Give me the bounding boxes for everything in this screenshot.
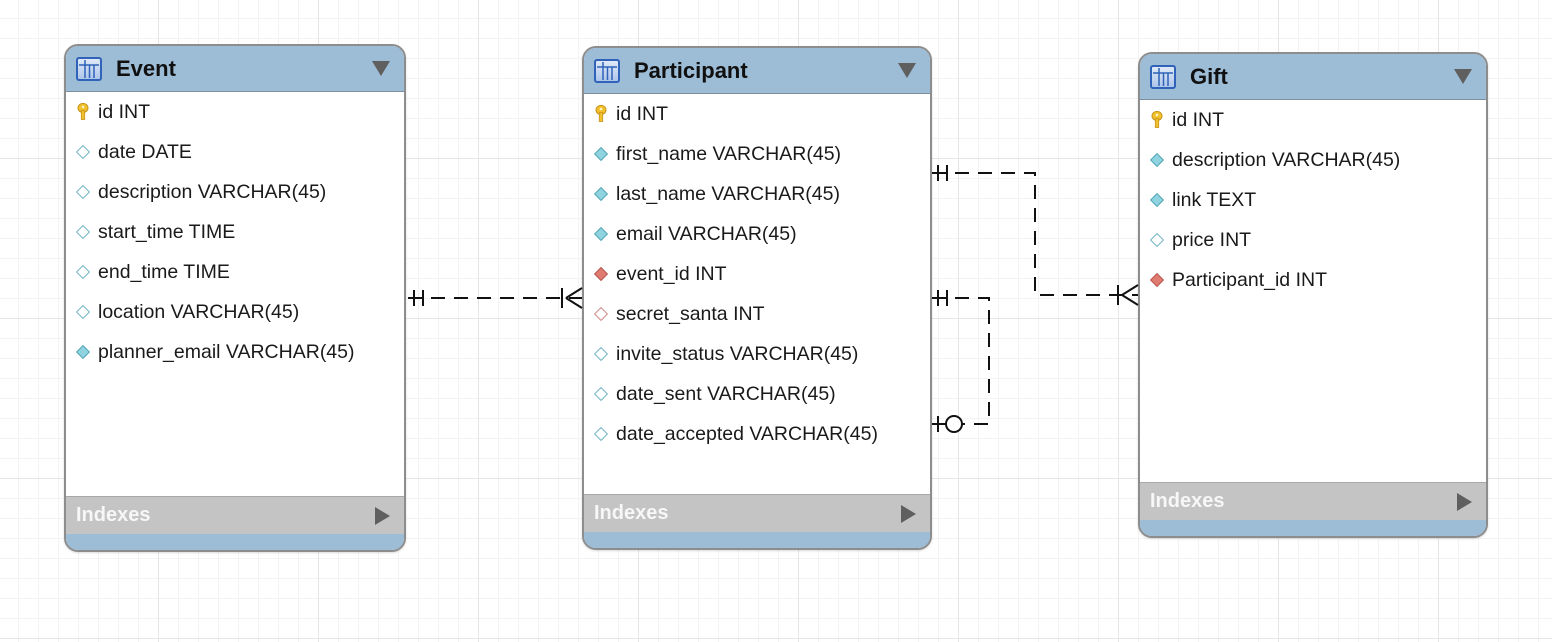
relationship-event-participant[interactable] (408, 287, 583, 309)
event-table-footer (66, 534, 404, 550)
column-label: end_time TIME (98, 260, 230, 283)
key-icon (1150, 111, 1164, 129)
column-label: description VARCHAR(45) (98, 180, 327, 203)
participant-table-header[interactable]: Participant (584, 48, 930, 94)
column-row[interactable]: date DATE (66, 132, 404, 172)
table-icon (76, 56, 102, 81)
column-label: link TEXT (1172, 188, 1257, 211)
participant-indexes-expand-icon[interactable] (901, 504, 916, 523)
participant-table-title: Participant (634, 57, 748, 83)
key-icon (594, 105, 608, 123)
column-label: first_name VARCHAR(45) (616, 142, 842, 165)
event-table-header[interactable]: Event (66, 46, 404, 92)
column-row[interactable]: start_time TIME (66, 212, 404, 252)
column-row[interactable]: secret_santa INT (584, 294, 930, 334)
column-label: invite_status VARCHAR(45) (616, 342, 859, 365)
column-row[interactable]: end_time TIME (66, 252, 404, 292)
table-icon (1150, 64, 1176, 89)
column-row[interactable]: event_id INT (584, 254, 930, 294)
column-row[interactable]: Participant_id INT (1140, 260, 1486, 300)
column-label: Participant_id INT (1172, 268, 1327, 291)
gift-table-title: Gift (1190, 63, 1228, 89)
column-row[interactable]: link TEXT (1140, 180, 1486, 220)
participant-table-menu-arrow-icon[interactable] (898, 63, 916, 78)
event-indexes-label: Indexes (76, 504, 151, 526)
column-label: date_accepted VARCHAR(45) (616, 422, 878, 445)
column-row[interactable]: invite_status VARCHAR(45) (584, 334, 930, 374)
relationship-participant-gift[interactable] (932, 165, 1139, 306)
event-table-menu-arrow-icon[interactable] (372, 61, 390, 76)
gift-columns: id INT description VARCHAR(45) link TEXT pr… (1140, 100, 1486, 300)
column-label: start_time TIME (98, 220, 236, 243)
gift-table-header[interactable]: Gift (1140, 54, 1486, 100)
column-row[interactable]: description VARCHAR(45) (1140, 140, 1486, 180)
column-row[interactable]: first_name VARCHAR(45) (584, 134, 930, 174)
event-indexes-bar[interactable]: Indexes (66, 496, 404, 534)
column-row[interactable]: price INT (1140, 220, 1486, 260)
column-label: secret_santa INT (616, 302, 765, 325)
column-label: description VARCHAR(45) (1172, 148, 1401, 171)
column-row[interactable]: location VARCHAR(45) (66, 292, 404, 332)
gift-indexes-bar[interactable]: Indexes (1140, 482, 1486, 520)
column-label: last_name VARCHAR(45) (616, 182, 840, 205)
column-label: date DATE (98, 140, 192, 163)
participant-indexes-label: Indexes (594, 502, 669, 524)
column-label: location VARCHAR(45) (98, 300, 300, 323)
column-row[interactable]: id INT (584, 94, 930, 134)
column-row[interactable]: email VARCHAR(45) (584, 214, 930, 254)
gift-indexes-label: Indexes (1150, 490, 1225, 512)
gift-table-menu-arrow-icon[interactable] (1454, 69, 1472, 84)
gift-indexes-expand-icon[interactable] (1457, 492, 1472, 511)
participant-table-footer (584, 532, 930, 548)
participant-columns: id INT first_name VARCHAR(45) last_name VA… (584, 94, 930, 454)
table-icon (594, 58, 620, 83)
column-label: id INT (1172, 108, 1225, 131)
column-row[interactable]: date_accepted VARCHAR(45) (584, 414, 930, 454)
column-label: date_sent VARCHAR(45) (616, 382, 836, 405)
column-row[interactable]: last_name VARCHAR(45) (584, 174, 930, 214)
event-table[interactable]: Event id INT date DATE description VARCHAR… (64, 44, 406, 552)
participant-table[interactable]: Participant id INT first_name VARCHAR(45)… (582, 46, 932, 550)
column-row[interactable]: id INT (66, 92, 404, 132)
gift-table[interactable]: Gift id INT description VARCHAR(45) link T… (1138, 52, 1488, 538)
column-row[interactable]: id INT (1140, 100, 1486, 140)
column-row[interactable]: planner_email VARCHAR(45) (66, 332, 404, 372)
event-columns: id INT date DATE description VARCHAR(45) st… (66, 92, 404, 372)
column-label: id INT (98, 100, 151, 123)
column-row[interactable]: description VARCHAR(45) (66, 172, 404, 212)
column-label: id INT (616, 102, 669, 125)
event-indexes-expand-icon[interactable] (375, 506, 390, 525)
gift-table-footer (1140, 520, 1486, 536)
column-label: email VARCHAR(45) (616, 222, 797, 245)
event-table-title: Event (116, 55, 176, 81)
relationship-participant-self[interactable] (932, 290, 990, 433)
column-label: planner_email VARCHAR(45) (98, 340, 355, 363)
key-icon (76, 103, 90, 121)
participant-indexes-bar[interactable]: Indexes (584, 494, 930, 532)
column-label: event_id INT (616, 262, 727, 285)
column-row[interactable]: date_sent VARCHAR(45) (584, 374, 930, 414)
column-label: price INT (1172, 228, 1252, 251)
